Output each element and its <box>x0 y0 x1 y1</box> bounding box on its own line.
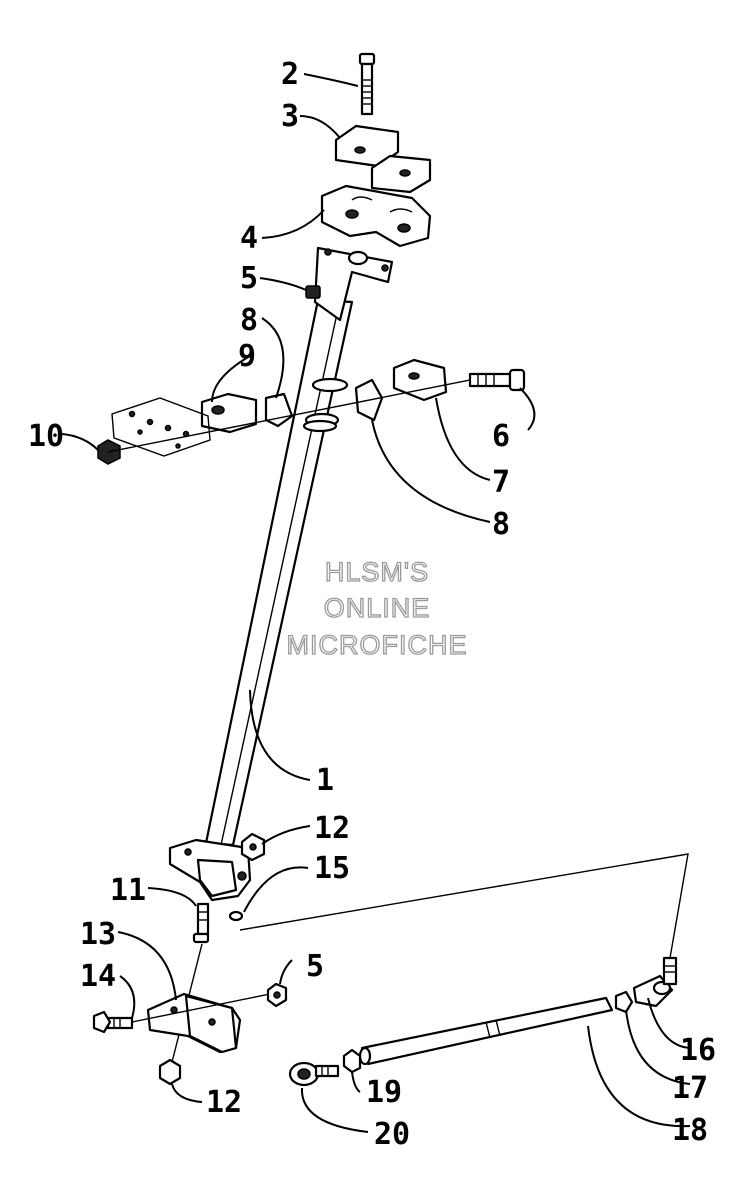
clamp-axis-line <box>107 379 471 453</box>
callout-17: 17 <box>672 1071 708 1106</box>
clamp-bolt <box>468 368 526 392</box>
callout-14: 14 <box>80 959 116 994</box>
upper-plate <box>313 246 394 322</box>
watermark-line1: HLSM'S <box>325 557 429 587</box>
callout-1: 1 <box>316 763 334 798</box>
watermark: HLSM'S ONLINE MICROFICHE <box>286 556 468 660</box>
callout-5b: 5 <box>306 949 324 984</box>
nut-5-lower <box>266 982 288 1008</box>
reference-line <box>239 853 689 959</box>
callout-12: 12 <box>314 811 350 846</box>
leader-lines <box>61 73 691 1133</box>
callout-8: 8 <box>240 303 258 338</box>
callout-10: 10 <box>28 419 64 454</box>
callout-2: 2 <box>281 57 299 92</box>
callout-6: 6 <box>492 419 510 454</box>
bolt-14 <box>92 1010 134 1034</box>
callout-20: 20 <box>374 1117 410 1152</box>
callout-19: 19 <box>366 1075 402 1110</box>
handlebar-block <box>320 184 432 248</box>
switch-housing <box>111 397 211 457</box>
callout-7: 7 <box>492 465 510 500</box>
left-clamp <box>200 392 294 434</box>
callout-18: 18 <box>672 1113 708 1148</box>
callout-15: 15 <box>314 851 350 886</box>
callout-12b: 12 <box>206 1085 242 1120</box>
upper-cap <box>334 124 432 194</box>
callout-3: 3 <box>281 99 299 134</box>
callout-13: 13 <box>80 917 116 952</box>
cotter-pin <box>228 910 244 922</box>
lower-bracket <box>168 838 252 902</box>
tie-rod-end-right <box>614 956 678 1014</box>
callout-16: 16 <box>680 1033 716 1068</box>
handlebar-bolt <box>358 52 376 116</box>
callout-5: 5 <box>240 261 258 296</box>
right-clamp <box>354 358 448 422</box>
watermark-line3: MICROFICHE <box>287 630 468 660</box>
callout-4: 4 <box>240 221 258 256</box>
tie-rod <box>358 996 614 1066</box>
mount-bracket <box>146 992 242 1054</box>
watermark-line2: ONLINE <box>324 593 431 623</box>
bolt-11 <box>192 902 210 944</box>
callout-8b: 8 <box>492 507 510 542</box>
nut-12-lower <box>158 1058 182 1086</box>
callout-labels: 2 3 4 5 8 9 10 6 7 8 1 12 15 11 13 14 5 … <box>28 57 716 1152</box>
bolt-axis-line <box>131 993 271 1023</box>
callout-9: 9 <box>238 339 256 374</box>
nut-12-upper <box>240 832 266 862</box>
tie-rod-end-left <box>288 1048 362 1087</box>
nut-upper <box>305 285 321 299</box>
callout-11: 11 <box>110 873 146 908</box>
